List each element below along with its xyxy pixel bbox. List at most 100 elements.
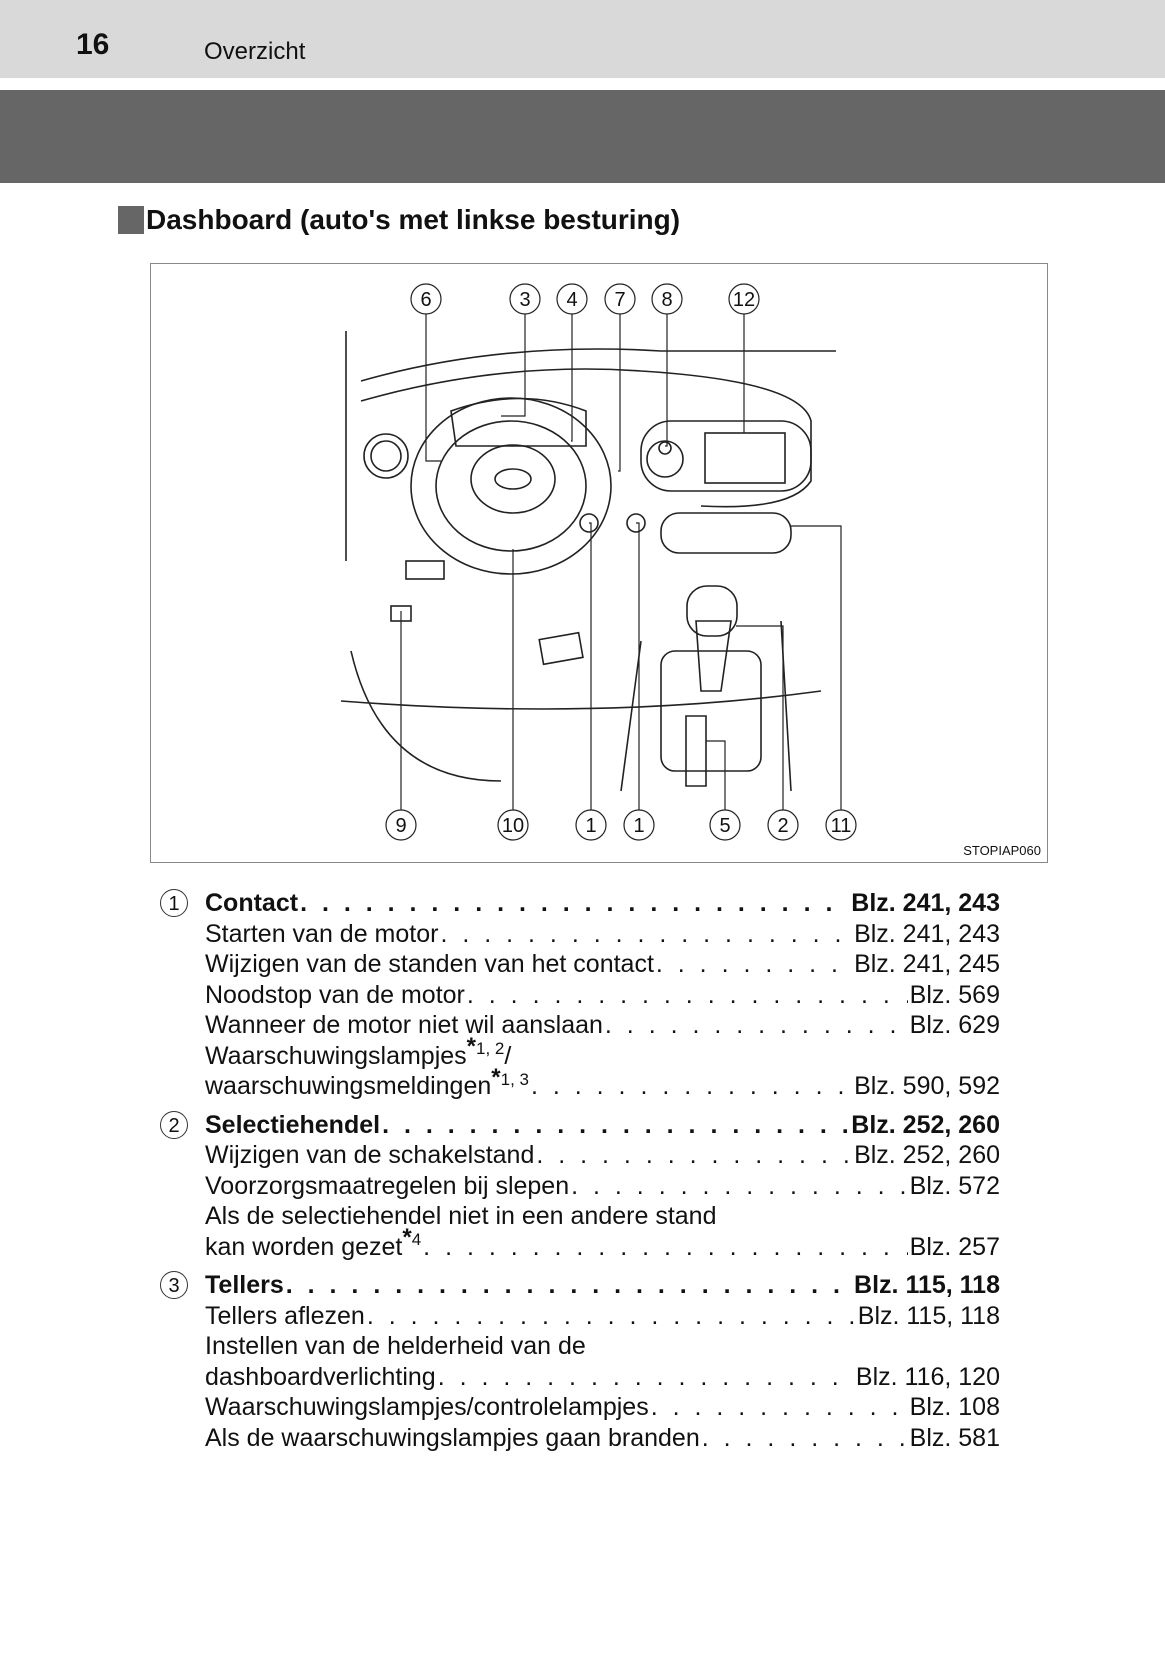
dot-leader: . . . . . . . . . . . . . . . . . . . . … — [650, 1393, 908, 1421]
leader-line — [589, 522, 592, 810]
page-heading: Dashboard (auto's met linkse besturing) — [118, 204, 680, 236]
callout-number: 11 — [831, 815, 852, 837]
entry-text: Instellen van de helderheid van de — [205, 1332, 586, 1360]
entry-text: Als de waarschuwingslampjes gaan branden — [205, 1423, 700, 1452]
entry-line: Wijzigen van de standen van het contact.… — [205, 949, 1000, 980]
entry-text: Als de selectiehendel niet in een andere… — [205, 1202, 717, 1230]
page-reference[interactable]: Blz. 590, 592 — [854, 1072, 1000, 1100]
entry-line: Wanneer de motor niet wil aanslaan. . . … — [205, 1010, 1000, 1041]
dot-leader: . . . . . . . . . . . . . . . . . . . . … — [604, 1011, 908, 1039]
dot-leader: . . . . . . . . . . . . . . . . . . . . … — [466, 980, 908, 1009]
dot-leader: . . . . . . . . . . . . . . . . . . . . … — [701, 1423, 908, 1452]
callout-circle — [509, 283, 541, 315]
page-reference[interactable]: Blz. 115, 118 — [857, 1301, 1000, 1330]
item-number-icon: 2 — [160, 1110, 188, 1139]
callout-number: 8 — [661, 289, 672, 311]
page-reference[interactable]: Blz. 629 — [909, 1011, 1000, 1039]
page-reference[interactable]: Blz. 581 — [909, 1423, 1000, 1452]
page-reference[interactable]: Blz. 108 — [909, 1393, 1000, 1421]
callout-number: 1 — [585, 815, 596, 837]
leader-line — [636, 522, 640, 810]
dot-leader: . . . . . . . . . . . . . . . . . . . . … — [437, 1362, 854, 1391]
footnote-ref: *4 — [402, 1224, 422, 1252]
page-reference[interactable]: Blz. 569 — [909, 980, 1000, 1009]
entry-line: Als de selectiehendel niet in een andere… — [205, 1201, 1000, 1232]
callout-circle — [825, 809, 857, 841]
dot-leader: . . . . . . . . . . . . . . . . . . . . … — [571, 1171, 908, 1200]
dot-leader: . . . . . . . . . . . . . . . . . . . . … — [655, 950, 852, 978]
dot-leader: . . . . . . . . . . . . . . . . . . . . … — [440, 919, 852, 948]
leader-line — [501, 314, 526, 417]
page-reference[interactable]: Blz. 257 — [909, 1232, 1000, 1261]
callout-number: 6 — [420, 289, 431, 311]
page-reference[interactable]: Blz. 241, 243 — [854, 919, 1000, 948]
entry-text: Voorzorgsmaatregelen bij slepen — [205, 1171, 570, 1200]
leader-line — [425, 314, 441, 462]
page-reference[interactable]: Blz. 115, 118 — [854, 1271, 1000, 1299]
section-title-line: Selectiehendel. . . . . . . . . . . . . … — [205, 1110, 1000, 1141]
footnote-ref: *1, 2 — [466, 1033, 505, 1061]
item-number-icon: 1 — [160, 889, 188, 917]
dot-leader: . . . . . . . . . . . . . . . . . . . . … — [285, 1271, 852, 1299]
entry-line: Wijzigen van de schakelstand. . . . . . … — [205, 1140, 1000, 1171]
heading-text: Dashboard (auto's met linkse besturing) — [146, 204, 681, 235]
entry-text: Wijzigen van de standen van het contact — [205, 950, 654, 978]
section-title: Overzicht — [204, 38, 306, 65]
entry-line: Instellen van de helderheid van de — [205, 1331, 1000, 1362]
entry-line: Waarschuwingslampjes/controlelampjes. . … — [205, 1392, 1000, 1423]
callout-number: 9 — [395, 815, 406, 837]
callout-circle — [709, 809, 741, 841]
callout-circle — [767, 809, 799, 841]
callout-circle — [651, 283, 683, 315]
dot-leader: . . . . . . . . . . . . . . . . . . . . … — [382, 1110, 849, 1139]
entry-line: Starten van de motor. . . . . . . . . . … — [205, 919, 1000, 950]
entry-line: Waarschuwingslampjes*1, 2/ — [205, 1033, 1000, 1072]
page-reference[interactable]: Blz. 252, 260 — [851, 1110, 1000, 1139]
entry-line: Noodstop van de motor. . . . . . . . . .… — [205, 980, 1000, 1011]
section-title-line: Contact. . . . . . . . . . . . . . . . .… — [205, 888, 1000, 919]
section-title-line: Tellers. . . . . . . . . . . . . . . . .… — [205, 1270, 1000, 1301]
entry-text: Selectiehendel — [205, 1110, 381, 1139]
callout-circle — [575, 809, 607, 841]
page-reference[interactable]: Blz. 241, 243 — [851, 889, 1000, 917]
page-reference[interactable]: Blz. 252, 260 — [854, 1141, 1000, 1169]
chapter-band — [0, 90, 1165, 183]
dot-leader: . . . . . . . . . . . . . . . . . . . . … — [366, 1301, 856, 1330]
entry-text: kan worden gezet*4 — [205, 1224, 422, 1261]
entry-text: Contact — [205, 889, 299, 917]
callout-circle — [410, 283, 442, 315]
entry-text: Noodstop van de motor — [205, 980, 465, 1009]
leader-line — [665, 314, 668, 447]
entry-text: Tellers — [205, 1271, 284, 1299]
leader-line — [791, 525, 842, 810]
page-reference[interactable]: Blz. 241, 245 — [854, 950, 1000, 978]
entry-line: Als de waarschuwingslampjes gaan branden… — [205, 1423, 1000, 1454]
entry-line: waarschuwingsmeldingen*1, 3. . . . . . .… — [205, 1063, 1000, 1102]
entry-text: Tellers aflezen — [205, 1301, 365, 1330]
callout-number: 7 — [614, 289, 625, 311]
page-reference[interactable]: Blz. 572 — [909, 1171, 1000, 1200]
figure-code: STOPIAP060 — [963, 843, 1041, 858]
item-number-icon: 3 — [160, 1271, 188, 1299]
callout-number: 10 — [502, 815, 524, 837]
callout-circle — [728, 283, 760, 315]
callout-circle — [623, 809, 655, 841]
entry-text: dashboardverlichting — [205, 1362, 436, 1391]
callout-number: 1 — [633, 815, 644, 837]
heading-marker-icon — [118, 206, 144, 234]
callout-circle — [497, 809, 529, 841]
entry-text: Waarschuwingslampjes*1, 2/ — [205, 1033, 512, 1070]
dot-leader: . . . . . . . . . . . . . . . . . . . . … — [536, 1141, 852, 1169]
callout-number: 3 — [519, 289, 530, 311]
entry-text: Wanneer de motor niet wil aanslaan — [205, 1011, 603, 1039]
entry-text: Starten van de motor — [205, 919, 439, 948]
page-number: 16 — [76, 28, 110, 61]
leader-line — [618, 314, 621, 472]
page-reference[interactable]: Blz. 116, 120 — [855, 1362, 1000, 1391]
leader-line — [571, 314, 573, 442]
footnote-ref: *1, 3 — [491, 1063, 529, 1091]
